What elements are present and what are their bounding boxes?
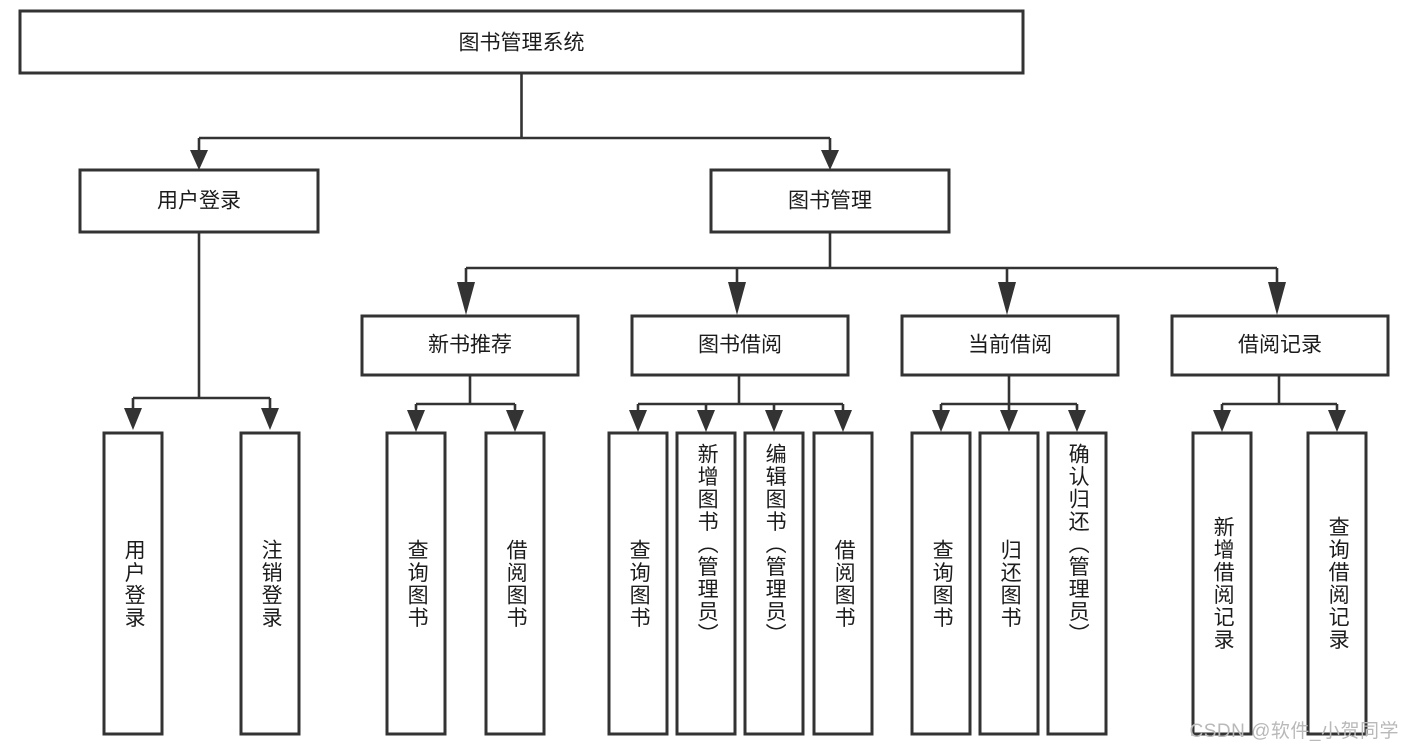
arrowhead-leaf-query-book-1 (407, 410, 425, 432)
arrowhead-leaf-confirm-return (1068, 410, 1086, 432)
node-new-book-recommend-box[interactable] (360, 314, 580, 377)
node-borrow-record-label: 借阅记录 (1238, 334, 1322, 357)
node-book-borrow-box[interactable] (630, 314, 850, 377)
arrowhead-leaf-query-book-3 (932, 410, 950, 432)
node-current-borrow-label: 当前借阅 (968, 334, 1052, 357)
arrowhead-book-borrow (728, 282, 746, 315)
node-leaf-logout-box[interactable] (239, 431, 301, 736)
node-new-book-recommend[interactable]: 新书推荐 (360, 314, 580, 377)
node-leaf-add-book-box[interactable] (675, 431, 737, 736)
node-leaf-edit-book-box[interactable] (743, 431, 805, 736)
node-title[interactable]: 图书管理系统 (18, 9, 1025, 75)
node-user-login-box[interactable] (78, 168, 320, 234)
node-title-label: 图书管理系统 (459, 32, 585, 55)
arrowhead-user-login (190, 150, 208, 170)
node-user-login[interactable]: 用户登录 (78, 168, 320, 234)
arrowhead-leaf-borrow-book-1 (506, 410, 524, 432)
node-book-management-box[interactable] (709, 168, 951, 234)
node-leaf-borrow-book-1-box[interactable] (484, 431, 546, 736)
node-leaf-confirm-return-box[interactable] (1046, 431, 1108, 736)
arrowhead-new-book-recommend (457, 282, 475, 315)
arrowhead-borrow-record (1268, 282, 1286, 315)
node-leaf-borrow-book-2-box[interactable] (812, 431, 874, 736)
leaf-box-group (102, 431, 1368, 736)
node-leaf-query-book-2-box[interactable] (607, 431, 669, 736)
arrowhead-leaf-add-book (697, 410, 715, 432)
node-new-book-recommend-label: 新书推荐 (428, 334, 512, 357)
csdn-watermark: CSDN @软件_小贺同学 (1189, 721, 1399, 742)
node-book-borrow-label: 图书借阅 (698, 334, 782, 357)
node-book-management-label: 图书管理 (788, 190, 872, 213)
arrowhead-leaf-edit-book (765, 410, 783, 432)
arrowhead-leaf-borrow-book-2 (834, 410, 852, 432)
node-title-box[interactable] (18, 9, 1025, 75)
node-leaf-add-record-box[interactable] (1191, 431, 1253, 736)
arrowhead-leaf-logout (261, 408, 279, 430)
node-borrow-record[interactable]: 借阅记录 (1170, 314, 1390, 377)
node-book-management[interactable]: 图书管理 (709, 168, 951, 234)
node-current-borrow[interactable]: 当前借阅 (900, 314, 1120, 377)
node-leaf-user-login-box[interactable] (102, 431, 164, 736)
arrowhead-leaf-return-book (1000, 410, 1018, 432)
node-user-login-label: 用户登录 (157, 190, 241, 213)
arrowhead-book-management (821, 150, 839, 170)
node-leaf-query-book-1-box[interactable] (385, 431, 447, 736)
node-leaf-return-book-box[interactable] (978, 431, 1040, 736)
node-book-borrow[interactable]: 图书借阅 (630, 314, 850, 377)
node-leaf-query-record-box[interactable] (1306, 431, 1368, 736)
arrowhead-leaf-query-record (1328, 410, 1346, 432)
arrowhead-leaf-user-login (124, 408, 142, 430)
node-borrow-record-box[interactable] (1170, 314, 1390, 377)
arrowhead-leaf-add-record (1213, 410, 1231, 432)
node-current-borrow-box[interactable] (900, 314, 1120, 377)
node-leaf-query-book-3-box[interactable] (910, 431, 972, 736)
arrowhead-leaf-query-book-2 (629, 410, 647, 432)
connector-group (124, 73, 1346, 432)
arrowhead-current-borrow (998, 282, 1016, 315)
